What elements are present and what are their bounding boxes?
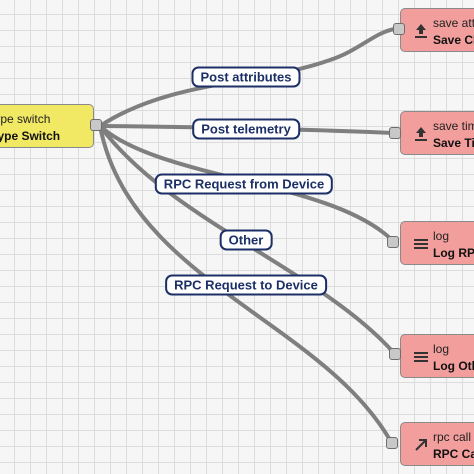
log-rpc-node[interactable]: log Log RP	[400, 221, 474, 265]
edge-label-rpc-to-device[interactable]: RPC Request to Device	[165, 274, 327, 296]
log-rpc-input-port[interactable]	[387, 236, 399, 248]
node-type-label: save attrib	[433, 16, 474, 30]
save-attributes-node[interactable]: save attrib Save Cl	[400, 8, 474, 52]
switch-node-name: e Type Switch	[0, 129, 61, 143]
save-timeseries-input-port[interactable]	[389, 127, 401, 139]
menu-lines-icon	[411, 234, 431, 254]
node-name: Log RP	[433, 246, 474, 260]
upload-icon	[411, 124, 431, 144]
rpc-call-node[interactable]: rpc call RPC Ca	[400, 422, 474, 466]
node-type-label: save tim	[433, 119, 474, 133]
menu-lines-icon	[411, 347, 431, 367]
save-timeseries-node[interactable]: save tim Save Ti	[400, 111, 474, 155]
save-attributes-input-port[interactable]	[393, 23, 405, 35]
edge-label-post-attributes[interactable]: Post attributes	[191, 66, 301, 88]
rpc-call-input-port[interactable]	[386, 437, 398, 449]
node-type-label: rpc call	[433, 430, 472, 444]
log-other-input-port[interactable]	[389, 348, 401, 360]
upload-icon	[411, 21, 431, 41]
edge-label-other[interactable]: Other	[219, 229, 273, 251]
switch-output-port[interactable]	[90, 119, 102, 131]
edge-label-rpc-from-device[interactable]: RPC Request from Device	[154, 173, 334, 195]
node-name: Save Cl	[433, 33, 474, 47]
edge-label-post-telemetry[interactable]: Post telemetry	[192, 118, 300, 140]
log-other-node[interactable]: log Log Oth	[400, 334, 474, 378]
node-type-label: log	[433, 342, 450, 356]
node-name: RPC Ca	[433, 447, 474, 461]
edge-line-rpc-to-device	[98, 124, 392, 442]
arrow-up-right-icon	[411, 435, 431, 455]
node-name: Save Ti	[433, 136, 474, 150]
node-type-label: log	[433, 229, 450, 243]
message-type-switch-node[interactable]: e type switch e Type Switch	[0, 104, 94, 148]
switch-node-type-label: e type switch	[0, 112, 51, 126]
node-name: Log Oth	[433, 359, 474, 373]
